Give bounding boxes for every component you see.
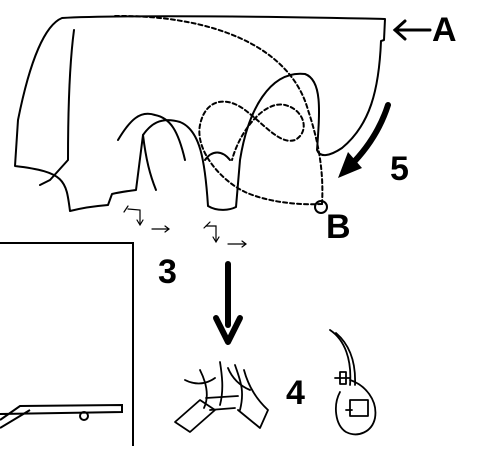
left-arrow-icon bbox=[392, 19, 432, 41]
label-b: B bbox=[326, 208, 351, 246]
point-b-marker bbox=[314, 200, 328, 214]
label-step-3: 3 bbox=[158, 253, 177, 291]
curved-arrow-icon bbox=[338, 102, 391, 178]
hook-illustration bbox=[329, 329, 377, 436]
down-arrow-icon bbox=[213, 261, 243, 345]
tension-arrows bbox=[123, 205, 247, 248]
garment-outline bbox=[14, 15, 386, 212]
label-step-4: 4 bbox=[286, 374, 305, 412]
detail-frame bbox=[0, 242, 134, 446]
label-step-5: 5 bbox=[390, 150, 409, 188]
clip-illustration bbox=[174, 361, 269, 433]
label-a: A bbox=[432, 11, 457, 49]
dashed-path bbox=[114, 14, 324, 206]
